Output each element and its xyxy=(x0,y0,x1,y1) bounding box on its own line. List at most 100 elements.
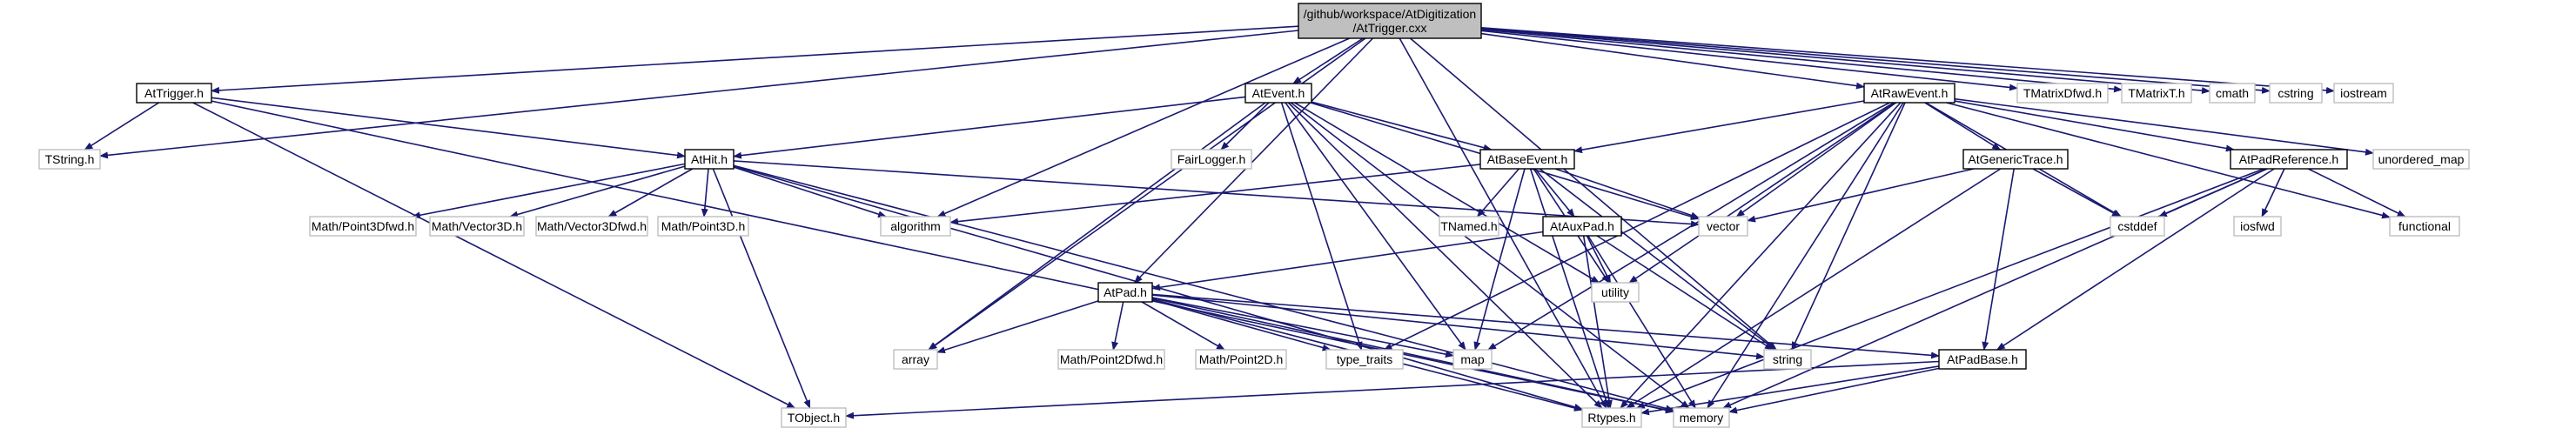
node-box-unordered_map xyxy=(2372,149,2470,170)
node-label-attrigger: AtTrigger.h xyxy=(144,86,204,100)
node-label-iosfwd: iosfwd xyxy=(2240,219,2275,233)
node-utility: utility xyxy=(1591,282,1640,303)
edge-atevent-to-athit xyxy=(733,96,1246,159)
node-box-attrigger xyxy=(136,83,212,104)
edge-atpadreference-to-functional xyxy=(2307,168,2406,218)
node-box-ataux xyxy=(1542,216,1622,237)
node-atpadreference[interactable]: AtPadReference.h xyxy=(2230,149,2348,170)
edge-atrawevent-to-atgenerictrace xyxy=(1924,102,2002,151)
node-label-root-0: /github/workspace/AtDigitization xyxy=(1304,7,1476,21)
edge-atevent-to-array xyxy=(928,102,1266,351)
edge-atrawevent-to-type_traits xyxy=(1383,102,1890,351)
node-tmatrixt: TMatrixT.h xyxy=(2121,83,2192,104)
node-box-mp2d xyxy=(1195,349,1287,370)
edge-attrigger-to-athit xyxy=(211,97,686,159)
node-box-atpad xyxy=(1097,282,1153,303)
node-label-atevent: AtEvent.h xyxy=(1252,86,1305,100)
node-string: string xyxy=(1763,349,1812,370)
node-box-array xyxy=(893,349,938,370)
node-mv3d: Math/Vector3D.h xyxy=(429,216,525,237)
node-box-tobject xyxy=(781,407,847,428)
edge-athit-to-algorithm xyxy=(733,166,888,218)
node-athit[interactable]: AtHit.h xyxy=(684,149,735,170)
edge-root-to-string xyxy=(1409,37,1777,351)
node-atpadbase[interactable]: AtPadBase.h xyxy=(1938,349,2027,370)
edge-atpad-to-map xyxy=(1151,297,1454,358)
node-ataux[interactable]: AtAuxPad.h xyxy=(1542,216,1622,237)
edge-atrawevent-to-rtypes xyxy=(1620,102,1902,409)
edge-atpad-to-mp2d xyxy=(1141,301,1225,351)
edge-atevent-to-atbaseevent xyxy=(1311,101,1493,151)
node-atrawevent[interactable]: AtRawEvent.h xyxy=(1863,83,1955,104)
node-label-algorithm: algorithm xyxy=(890,219,941,233)
node-box-type_traits xyxy=(1325,349,1404,370)
node-label-tnamed: TNamed.h xyxy=(1440,219,1497,233)
node-atpad[interactable]: AtPad.h xyxy=(1097,282,1153,303)
edge-atgenerictrace-to-rtypes xyxy=(1626,168,2002,409)
node-label-utility: utility xyxy=(1601,285,1629,299)
edge-root-to-tstring xyxy=(99,30,1299,159)
edge-root-to-algorithm xyxy=(936,37,1351,218)
edge-atpad-to-type_traits xyxy=(1151,298,1332,351)
node-label-functional: functional xyxy=(2398,219,2451,233)
node-root[interactable]: /github/workspace/AtDigitization/AtTrigg… xyxy=(1298,3,1482,39)
node-box-iosfwd xyxy=(2233,216,2282,237)
node-fairlogger: FairLogger.h xyxy=(1171,149,1252,170)
edge-root-to-atevent xyxy=(1292,37,1364,84)
edge-root-to-cmath xyxy=(1480,28,2210,95)
node-mv3dfwd: Math/Vector3Dfwd.h xyxy=(535,216,648,237)
node-functional: functional xyxy=(2389,216,2460,237)
node-box-root xyxy=(1298,3,1482,39)
node-label-atbaseevent: AtBaseEvent.h xyxy=(1487,152,1568,166)
edge-attrigger-to-tobject xyxy=(192,102,796,409)
edge-atbaseevent-to-ataux xyxy=(1534,168,1575,218)
node-label-array: array xyxy=(902,352,929,366)
edge-root-to-rtypes xyxy=(1399,37,1607,409)
node-box-memory xyxy=(1673,407,1730,428)
node-label-iostream: iostream xyxy=(2340,86,2387,100)
edge-atpadbase-to-tobject xyxy=(845,360,1940,419)
node-attrigger[interactable]: AtTrigger.h xyxy=(136,83,212,104)
node-box-rtypes xyxy=(1581,407,1642,428)
node-label-atrawevent: AtRawEvent.h xyxy=(1871,86,1949,100)
edge-attrigger-to-tstring xyxy=(84,102,160,151)
edge-atrawevent-to-utility xyxy=(1628,102,1896,284)
node-atbaseevent[interactable]: AtBaseEvent.h xyxy=(1479,149,1575,170)
edge-atpadbase-to-rtypes xyxy=(1640,365,1940,416)
node-label-atpadreference: AtPadReference.h xyxy=(2239,152,2338,166)
node-tnamed: TNamed.h xyxy=(1439,216,1499,237)
node-algorithm: algorithm xyxy=(880,216,951,237)
node-mp3dfwd: Math/Point3Dfwd.h xyxy=(309,216,417,237)
edge-atevent-to-map xyxy=(1285,102,1466,351)
edge-root-to-atrawevent xyxy=(1480,32,1865,90)
node-box-atrawevent xyxy=(1863,83,1955,104)
node-mp2dfwd: Math/Point2Dfwd.h xyxy=(1057,349,1165,370)
edge-ataux-to-rtypes xyxy=(1582,235,1613,409)
edge-atrawevent-to-map xyxy=(1487,102,1895,351)
edge-attrigger-to-memory xyxy=(211,100,1674,414)
node-box-atevent xyxy=(1244,83,1312,104)
node-box-atbaseevent xyxy=(1479,149,1575,170)
node-atevent[interactable]: AtEvent.h xyxy=(1244,83,1312,104)
node-box-atpadreference xyxy=(2230,149,2348,170)
node-cmath: cmath xyxy=(2209,83,2256,104)
node-atgenerictrace[interactable]: AtGenericTrace.h xyxy=(1962,149,2069,170)
node-vector: vector xyxy=(1698,216,1748,237)
node-mp2d: Math/Point2D.h xyxy=(1195,349,1287,370)
node-box-fairlogger xyxy=(1171,149,1252,170)
edge-root-to-tmatrixt xyxy=(1480,29,2123,93)
edge-root-to-attrigger xyxy=(211,25,1299,94)
edge-atgenerictrace-to-cstddef xyxy=(2032,168,2121,218)
node-cstddef: cstddef xyxy=(2110,216,2165,237)
node-mp3d: Math/Point3D.h xyxy=(657,216,749,237)
node-box-functional xyxy=(2389,216,2460,237)
edge-root-to-atpad xyxy=(1134,37,1374,284)
edge-atgenerictrace-to-atpadbase xyxy=(1982,168,2015,351)
node-box-atpadbase xyxy=(1938,349,2027,370)
edge-atpadreference-to-iosfwd xyxy=(2261,168,2285,218)
edge-atpadbase-to-memory xyxy=(1728,367,1940,414)
edge-atevent-to-utility xyxy=(1294,102,1600,284)
node-label-cstddef: cstddef xyxy=(2117,219,2157,233)
edge-ataux-to-string xyxy=(1596,235,1774,351)
node-label-atpad: AtPad.h xyxy=(1104,285,1147,299)
